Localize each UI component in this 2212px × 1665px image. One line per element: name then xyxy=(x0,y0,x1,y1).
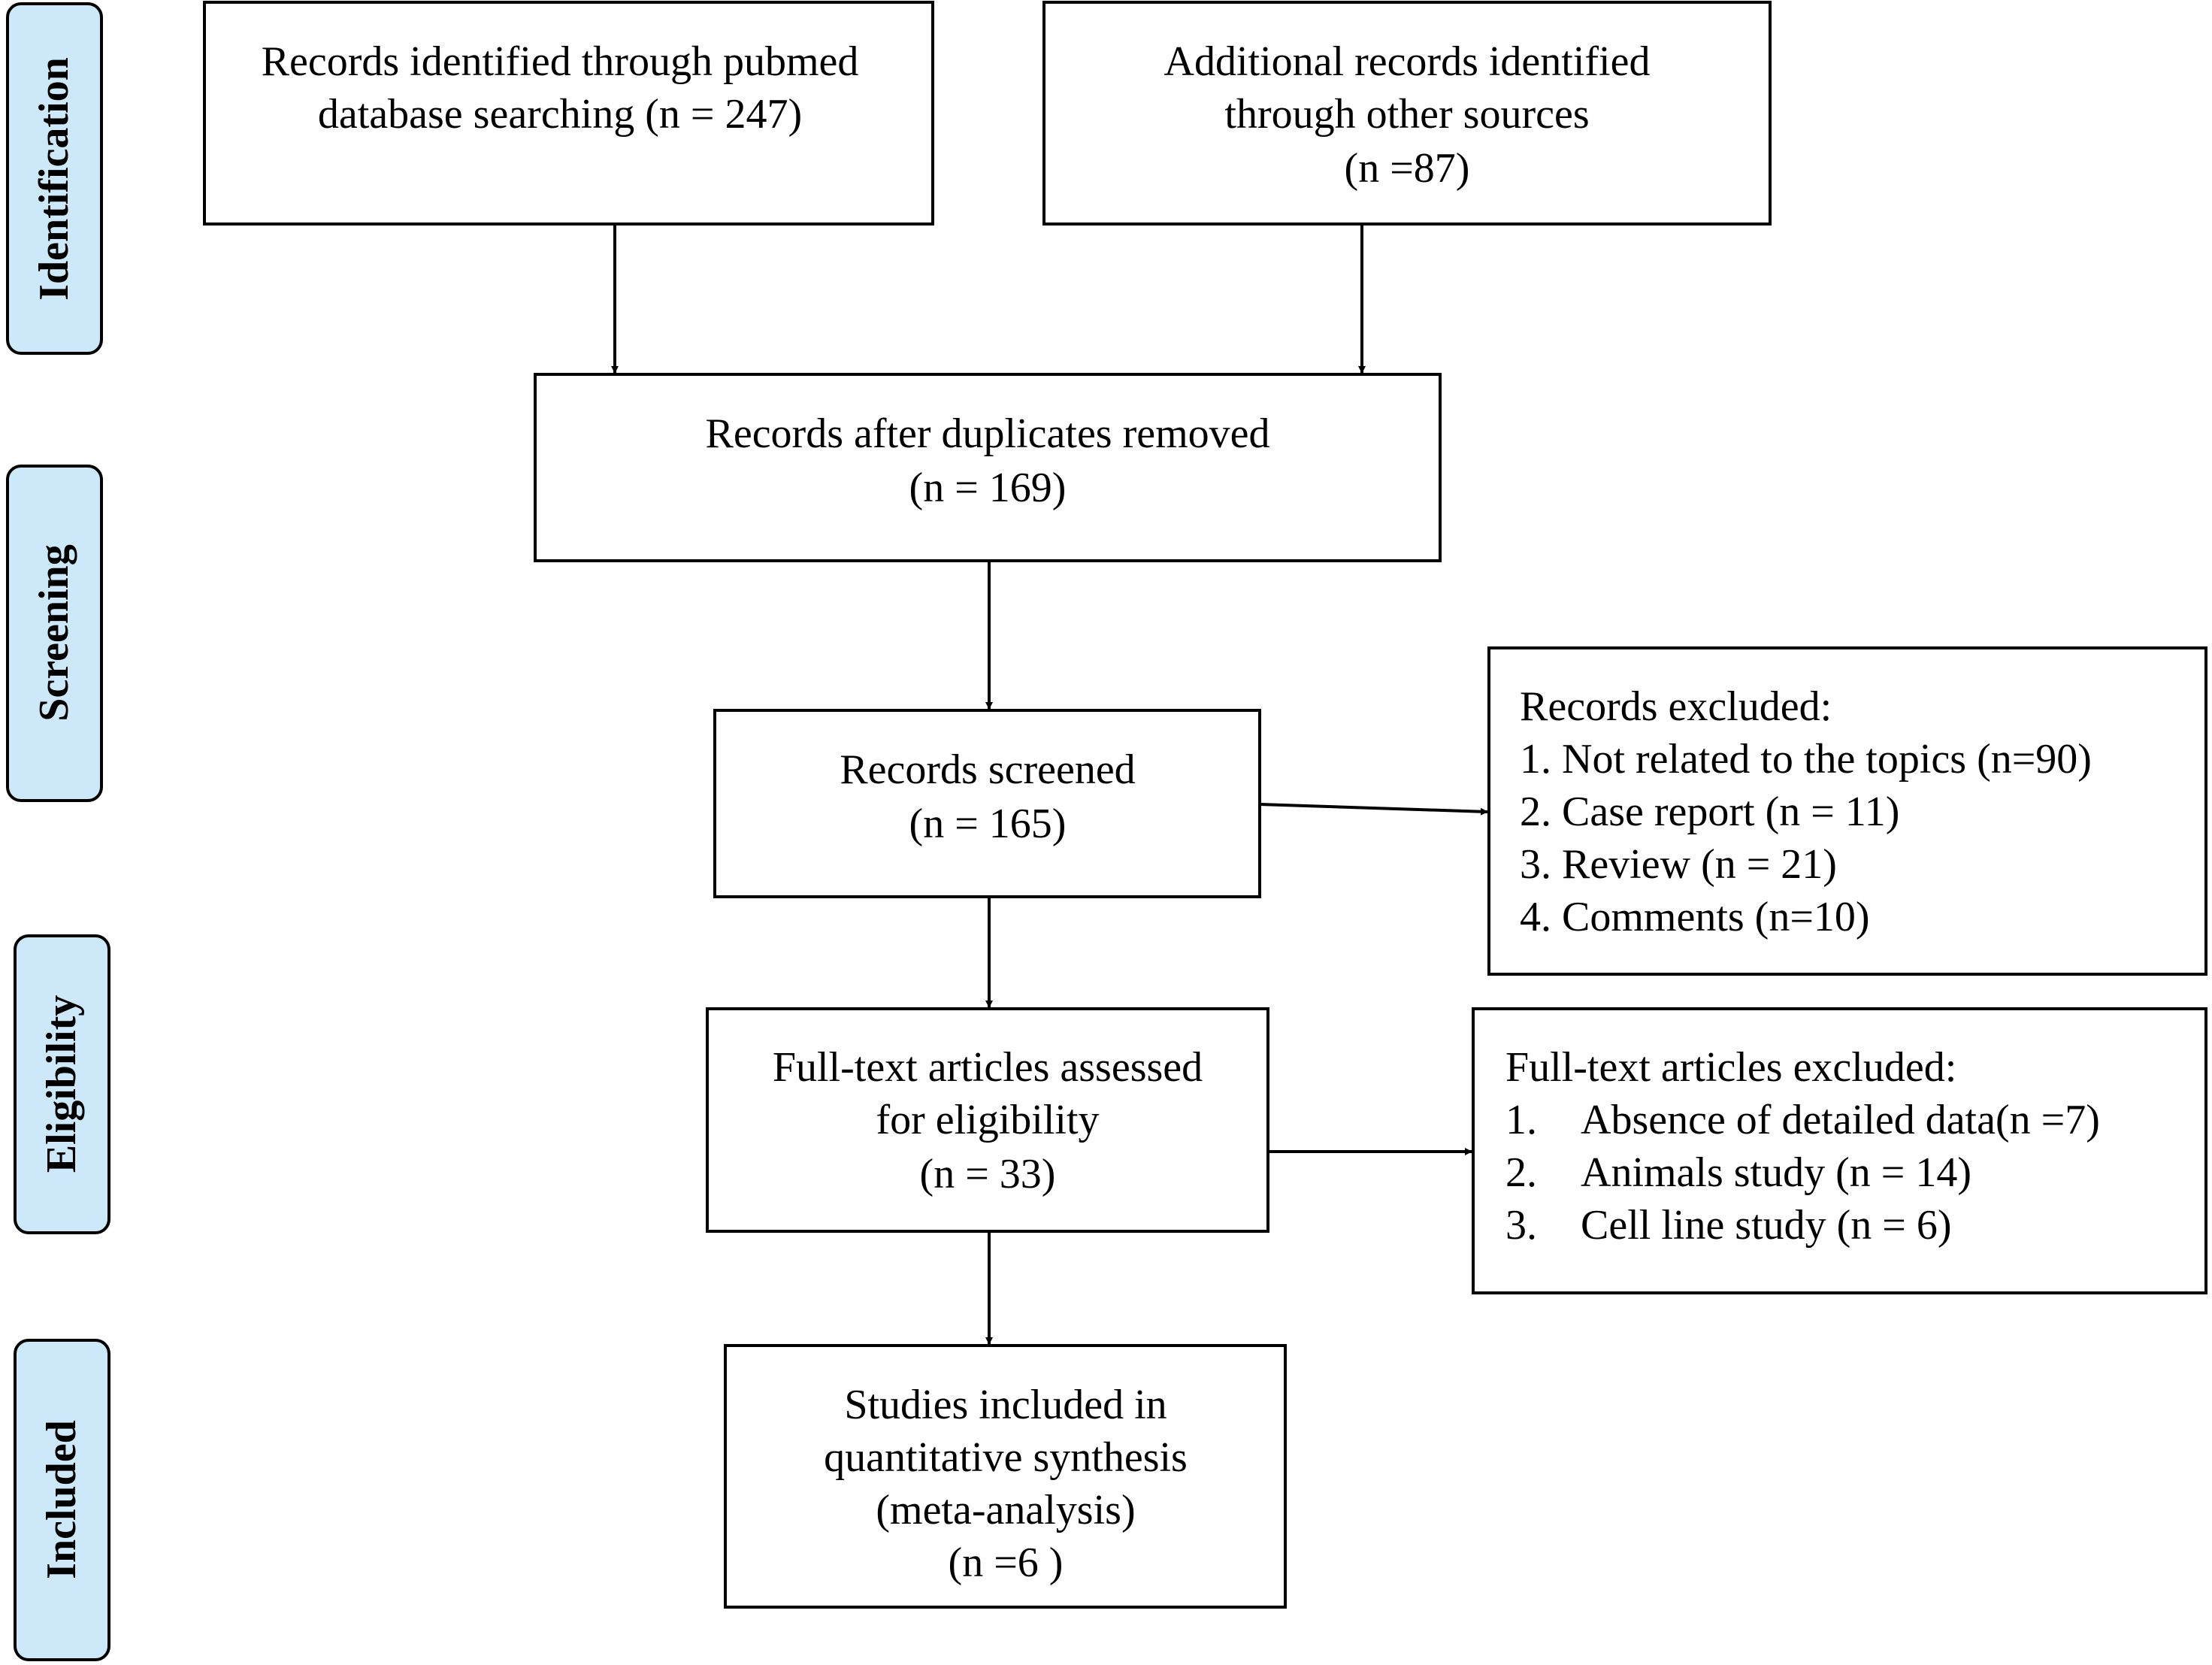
stage-eligibility: Eligibility xyxy=(14,934,110,1234)
list-item: Cell line study (n = 6) xyxy=(1581,1202,1952,1249)
box-text-line: Records identified through pubmed xyxy=(262,38,859,85)
box-text-line: Additional records identified xyxy=(1164,38,1651,85)
box-text-line: Records excluded: xyxy=(1520,683,1832,730)
box-records-excluded: Records excluded: 1. Not related to the … xyxy=(1487,646,2207,976)
arrow-screened-to-excluded xyxy=(1259,803,1488,816)
box-full-text-excluded: Full-text articles excluded: 1. Absence … xyxy=(1472,1007,2207,1294)
box-text-line: (n = 169) xyxy=(909,465,1067,511)
box-full-text-assessed: Full-text articles assessed for eligibil… xyxy=(706,1007,1269,1233)
box-text-line: Studies included in xyxy=(844,1382,1167,1428)
box-text-line: for eligibility xyxy=(876,1097,1099,1143)
box-text-line: Records screened xyxy=(840,746,1135,793)
list-item: Absence of detailed data(n =7) xyxy=(1581,1097,2100,1143)
box-text-line: (n = 33) xyxy=(920,1151,1056,1197)
box-text-line: (meta-analysis) xyxy=(876,1487,1135,1533)
list-number: 1. xyxy=(1505,1097,1537,1143)
box-text-line: quantitative synthesis xyxy=(824,1434,1188,1481)
stage-included: Included xyxy=(14,1339,110,1661)
box-text-line: 2. Case report (n = 11) xyxy=(1520,789,1899,835)
box-text-line: Full-text articles assessed xyxy=(773,1044,1203,1091)
box-text-line: database searching (n = 247) xyxy=(318,91,802,138)
box-text-line: (n =87) xyxy=(1345,145,1470,192)
list-item: Animals study (n = 14) xyxy=(1581,1149,1971,1196)
box-text-line: (n = 165) xyxy=(909,801,1067,847)
box-records-screened: Records screened (n = 165) xyxy=(713,709,1261,898)
box-text-line: Full-text articles excluded: xyxy=(1505,1044,1956,1091)
box-duplicates-removed: Records after duplicates removed (n = 16… xyxy=(534,373,1442,562)
stage-label-identification: Identification xyxy=(31,57,77,301)
stage-label-included: Included xyxy=(38,1420,85,1579)
box-text-line: 3. Review (n = 21) xyxy=(1520,841,1837,888)
stage-screening: Screening xyxy=(6,465,103,802)
box-included-studies: Studies included in quantitative synthes… xyxy=(724,1344,1287,1609)
box-text-line: Records after duplicates removed xyxy=(705,410,1269,457)
box-text-line: 4. Comments (n=10) xyxy=(1520,894,1870,940)
box-pubmed-records: Records identified through pubmed databa… xyxy=(203,1,934,226)
stage-label-eligibility: Eligibility xyxy=(38,995,85,1173)
stage-identification: Identification xyxy=(6,2,103,355)
box-text-line: (n =6 ) xyxy=(949,1539,1064,1586)
box-text-line: through other sources xyxy=(1224,91,1589,138)
stage-label-screening: Screening xyxy=(31,544,77,721)
list-number: 3. xyxy=(1505,1202,1537,1249)
box-other-sources: Additional records identified through ot… xyxy=(1042,1,1772,226)
box-text-line: 1. Not related to the topics (n=90) xyxy=(1520,736,2092,783)
list-number: 2. xyxy=(1505,1149,1537,1196)
